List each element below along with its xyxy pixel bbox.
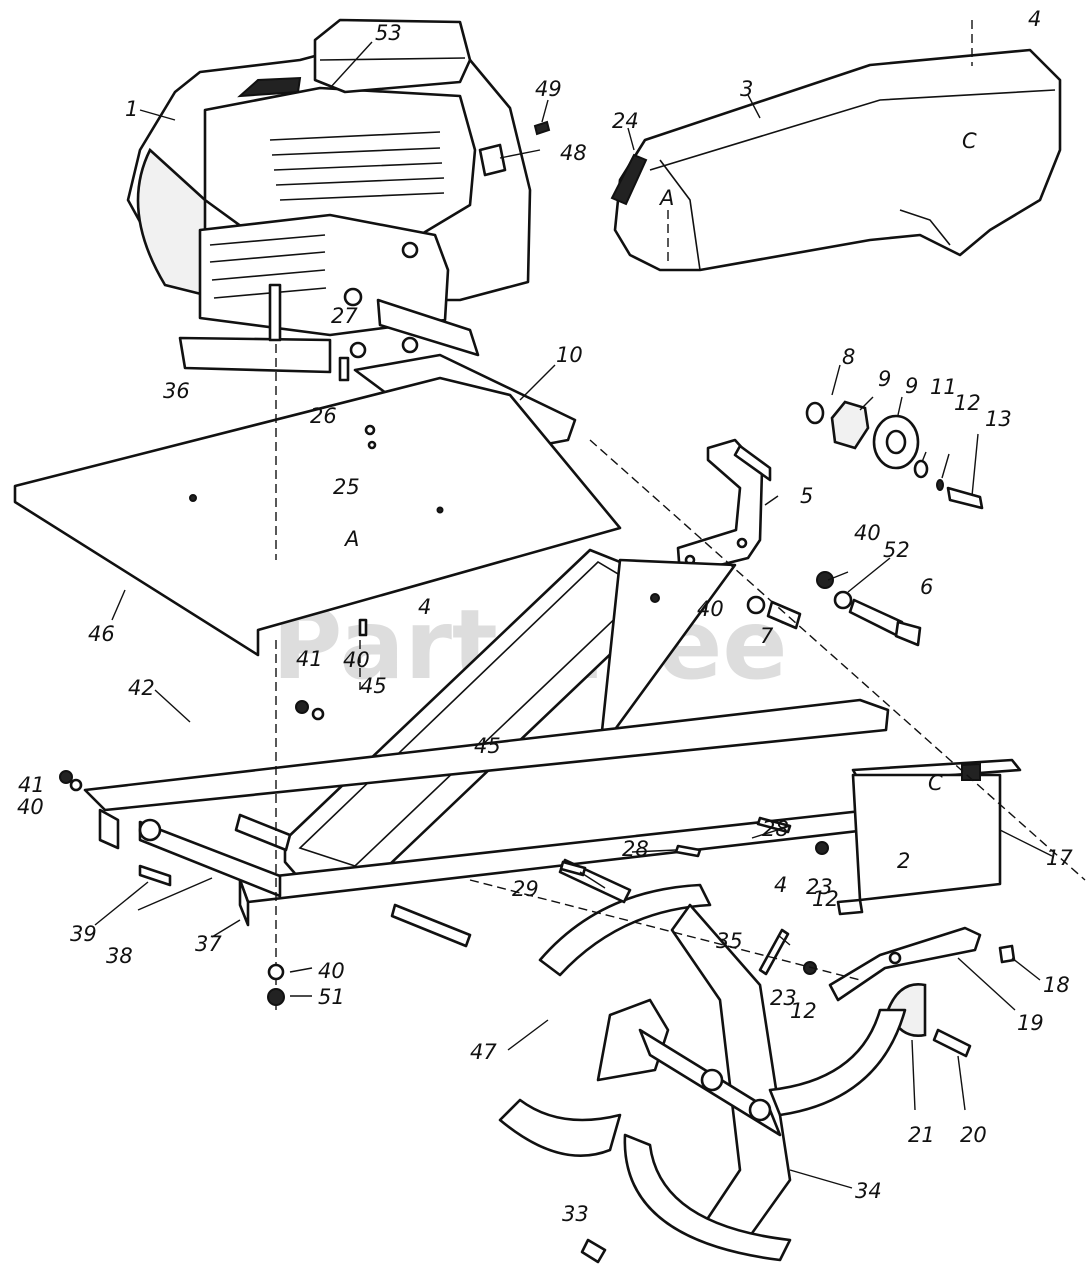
callout-26: 26 [310,404,337,428]
callout-40-d: 40 [17,795,44,819]
callout-19: 19 [1017,1011,1044,1035]
belt-guard-cover [610,20,1062,272]
callout-27: 27 [331,304,358,328]
callout-25: 25 [333,475,360,499]
callout-46: 46 [88,622,115,646]
callout-41-b: 41 [18,773,45,797]
callout-42: 42 [128,676,155,700]
bolts-6-7 [746,557,922,647]
hardware [59,283,792,1006]
callout-17: 17 [1046,846,1073,870]
callout-7: 7 [760,624,774,648]
callout-28-right: 28 [762,817,789,841]
callout-13: 13 [985,407,1012,431]
callout-36: 36 [163,379,190,403]
callout-28-left: 28 [622,837,649,861]
callout-20: 20 [960,1123,987,1147]
callout-35: 35 [716,929,743,953]
callout-41-a: 41 [296,647,323,671]
callout-6: 6 [920,575,933,599]
reference-A-cover: A [658,186,674,210]
callout-21: 21 [908,1123,935,1147]
callout-23-low: 23 [770,986,797,1010]
callout-1: 1 [125,97,138,121]
callout-4-right: 4 [774,873,787,897]
reference-C-bracket: C [928,771,943,795]
reference-A-base: A [343,527,359,551]
callout-34: 34 [855,1179,882,1203]
callout-24: 24 [612,109,639,133]
callout-45-a: 45 [360,674,387,698]
bracket-17 [836,758,1053,916]
hub-21 [886,982,972,1111]
callout-37: 37 [195,932,222,956]
callout-11: 11 [930,375,957,399]
callout-53: 53 [375,21,402,45]
tine-assembly [498,883,907,1264]
lever-19 [828,926,1041,1011]
callout-48: 48 [560,141,587,165]
pulley-hardware [805,364,984,510]
callout-9-left: 9 [878,367,891,391]
callout-49: 49 [535,77,562,101]
callout-9-right: 9 [905,374,918,398]
callout-3: 3 [740,77,753,101]
callout-40-c: 40 [343,648,370,672]
callout-51: 51 [318,985,345,1009]
callout-4-mid: 4 [418,595,431,619]
callout-2: 2 [897,849,910,873]
callout-40-e: 40 [318,959,345,983]
callout-4-top: 4 [1028,7,1041,31]
callout-52: 52 [883,538,910,562]
callout-29: 29 [512,877,539,901]
callout-45-b: 45 [474,734,501,758]
callout-12-low: 12 [790,999,817,1023]
callout-labels: 1 2 3 4 4 4 5 6 7 8 9 9 10 11 12 12 12 1… [17,7,1073,1226]
callout-8: 8 [842,345,855,369]
callout-18: 18 [1043,973,1070,997]
callout-47: 47 [470,1040,497,1064]
engine-assembly [126,18,551,374]
reference-C-cover: C [962,129,977,153]
callout-12-mid: 12 [812,887,839,911]
callout-40-b: 40 [697,597,724,621]
bracket-5 [676,438,779,577]
callout-12-top: 12 [954,391,981,415]
callout-5: 5 [800,484,813,508]
base-plate [13,376,622,657]
callout-10: 10 [556,343,583,367]
callout-23-mid: 23 [806,875,833,899]
callout-38: 38 [106,944,133,968]
chain-case [283,548,737,887]
callout-40-a: 40 [854,521,881,545]
callout-33: 33 [562,1202,589,1226]
callout-39: 39 [70,922,97,946]
